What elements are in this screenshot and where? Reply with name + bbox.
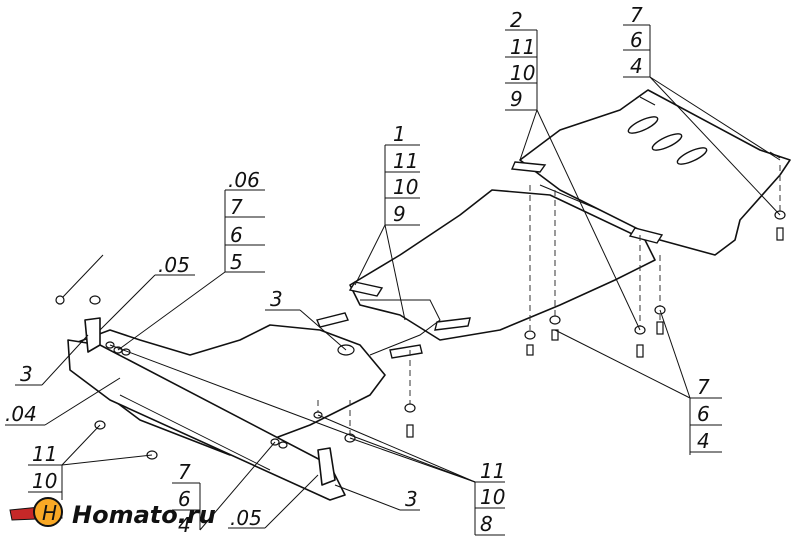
callout-top-right: 7 6 4 <box>623 3 781 216</box>
callout-label: 2 <box>510 8 523 32</box>
right-bracket <box>317 447 336 486</box>
callout-bottom-3: 3 <box>334 484 420 511</box>
callout-left-3: 3 <box>15 334 89 386</box>
long-bolt <box>55 254 104 305</box>
logo-text: Homato.ru <box>72 501 216 529</box>
callout-label: .04 <box>5 402 37 426</box>
callout-label: 11 <box>393 149 418 173</box>
callout-label: 7 <box>230 195 243 219</box>
callout-center: 1 11 10 9 <box>354 122 420 321</box>
callout-label: 6 <box>230 223 243 247</box>
logo-emblem-icon <box>33 497 63 527</box>
callout-label: 7 <box>630 3 643 27</box>
callout-label: 7 <box>178 460 191 484</box>
callout-label: 10 <box>393 175 418 199</box>
callout-label: .06 <box>228 168 260 192</box>
svg-text:H: H <box>42 501 57 525</box>
callout-label: 10 <box>510 61 535 85</box>
callout-label: 11 <box>480 459 505 483</box>
callout-center-3: 3 <box>265 287 347 351</box>
callout-label: 8 <box>480 512 493 536</box>
callout-left-top: .06 7 6 5 <box>117 168 265 351</box>
callout-label: .05 <box>230 506 262 530</box>
callout-bottom-right: 11 10 8 <box>109 344 505 536</box>
callout-bottom-mid: 7 6 4 <box>172 441 276 537</box>
assembly-lines <box>317 165 781 435</box>
callout-label: 3 <box>405 487 418 511</box>
callout-label: 4 <box>630 54 643 78</box>
middle-skid-plate <box>348 161 664 341</box>
callout-label: 4 <box>697 429 710 453</box>
callout-label: 1 <box>393 122 406 146</box>
callout-label: 3 <box>20 362 33 386</box>
callout-label: 6 <box>697 402 710 426</box>
homato-logo: H Homato.ru <box>9 497 216 529</box>
left-bracket <box>84 317 101 353</box>
callout-label: 9 <box>510 87 523 111</box>
callout-right: 7 6 4 <box>554 309 722 455</box>
callout-label: 10 <box>480 485 505 509</box>
callout-left-05: .05 <box>99 253 195 331</box>
callout-label: 3 <box>270 287 283 311</box>
callout-label: 4 <box>178 513 191 537</box>
callout-label: 9 <box>393 202 406 226</box>
callout-top-mid-right: 2 11 10 9 <box>505 8 641 331</box>
callout-left-04: .04 <box>5 377 121 426</box>
callout-label: 10 <box>32 469 57 493</box>
callout-label: 11 <box>510 35 535 59</box>
callout-bottom-05: .05 <box>228 474 319 530</box>
front-skid-plate <box>67 299 441 501</box>
callout-label: .05 <box>158 253 190 277</box>
callout-label: 5 <box>230 250 243 274</box>
callout-label: 7 <box>697 375 710 399</box>
callout-bottom-left: 11 10 <box>28 424 153 500</box>
callout-label: 11 <box>32 442 57 466</box>
callout-label: 6 <box>630 28 643 52</box>
callout-label: 6 <box>178 487 191 511</box>
